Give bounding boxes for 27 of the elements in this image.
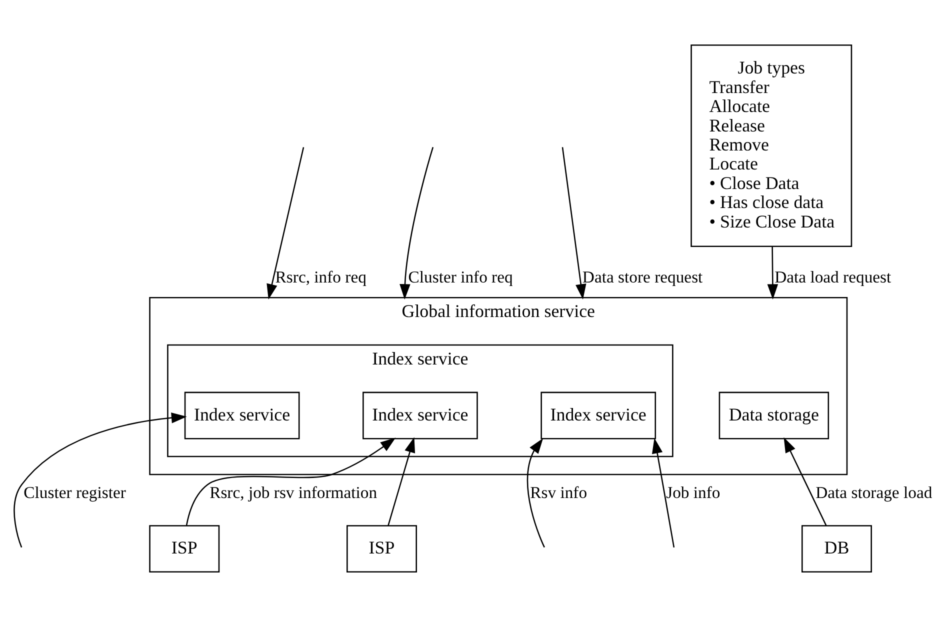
node-box: Index service <box>362 392 478 440</box>
arrow <box>388 437 416 526</box>
edge-label: Rsrc, job rsv information <box>210 483 378 502</box>
arrow <box>266 147 304 300</box>
node-box: DB <box>801 525 872 573</box>
node-box: Index service <box>184 392 300 440</box>
arrow <box>767 246 778 300</box>
edge-label: Rsrc, info req <box>275 268 366 287</box>
arrow <box>652 438 675 548</box>
arrow <box>400 147 434 300</box>
node-box: Index service <box>540 392 656 440</box>
node-box: Job types Transfer Allocate Release Remove Locate • Close Data • Has close data • Size Close Data <box>690 44 852 247</box>
arrow <box>784 437 827 526</box>
node-box: Data storage <box>718 392 830 440</box>
arrow <box>526 438 545 548</box>
node-box: ISP <box>346 525 417 573</box>
arrow <box>562 147 586 300</box>
edge-label: Cluster info req <box>408 268 513 287</box>
node-box: ISP <box>149 525 220 573</box>
arrow <box>186 438 396 526</box>
arrow <box>14 412 187 548</box>
edge-label: Data storage load <box>816 483 932 502</box>
edge-label: Rsv info <box>530 483 588 502</box>
edge-label: Data store request <box>582 268 703 287</box>
edge-label: Data load request <box>774 268 892 287</box>
edge-label: Cluster register <box>24 483 126 502</box>
edge-label: Job info <box>666 483 720 502</box>
